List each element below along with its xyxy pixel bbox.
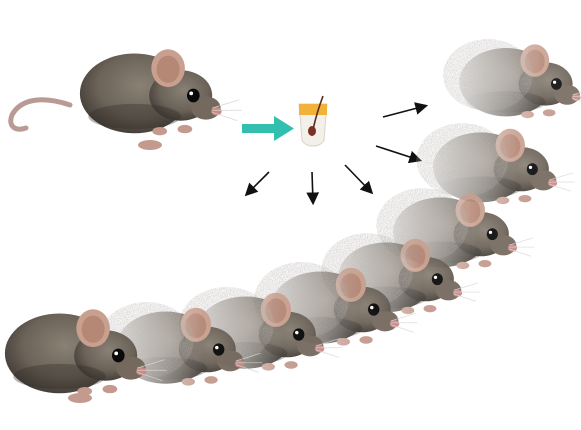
arrow-to-biopsy [242,116,294,141]
skin-biopsy-icon [299,96,327,146]
mouse-tail [11,100,70,129]
fan-arrows [247,106,425,202]
source-mouse [11,49,242,150]
mouse-icon [80,49,242,135]
clone-mouse [443,39,581,118]
